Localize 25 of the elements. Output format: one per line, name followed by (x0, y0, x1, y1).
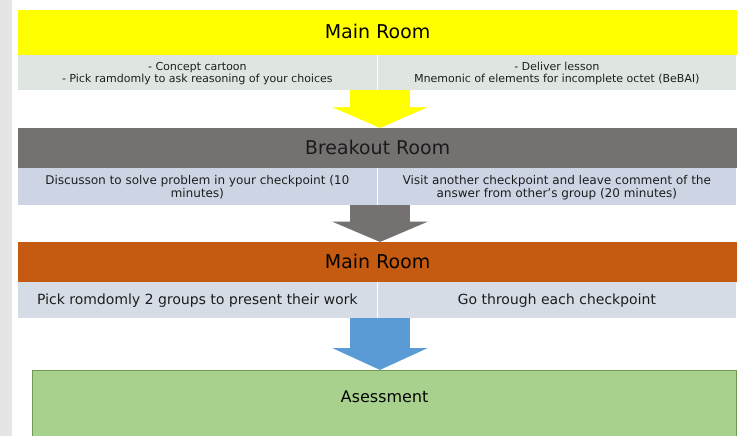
step-text: - Deliver lesson (514, 60, 600, 72)
section-title: Breakout Room (304, 136, 450, 161)
step-text: - Concept cartoon (148, 60, 246, 72)
step-cell (18, 55, 378, 90)
step-cell (378, 282, 737, 318)
step-text: Discusson to solve problem in your checkpoint (10 minutes) (44, 174, 350, 200)
step-text: Mnemonic of elements for incomplete octet (BeBAI) (414, 72, 700, 84)
step-text: Visit another checkpoint and leave comment of the answer from other’s group (20 minutes) (402, 174, 712, 200)
section-panel (32, 370, 737, 436)
section-title: Asessment (340, 386, 428, 408)
step-cell (18, 168, 378, 205)
block-arrow (332, 205, 428, 242)
step-cell (378, 55, 737, 90)
section-panel (18, 10, 737, 90)
section-panel (18, 242, 737, 318)
section-title: Main Room (324, 250, 430, 275)
step-cell (378, 168, 737, 205)
step-text: - Pick ramdomly to ask reasoning of your choices (62, 72, 333, 84)
step-text: Pick romdomly 2 groups to present their work (36, 292, 358, 308)
section-title: Main Room (324, 20, 430, 46)
block-arrow (332, 318, 428, 370)
step-cell (18, 282, 378, 318)
section-panel (18, 128, 737, 205)
step-text: Go through each checkpoint (458, 292, 656, 308)
block-arrow (332, 90, 428, 128)
